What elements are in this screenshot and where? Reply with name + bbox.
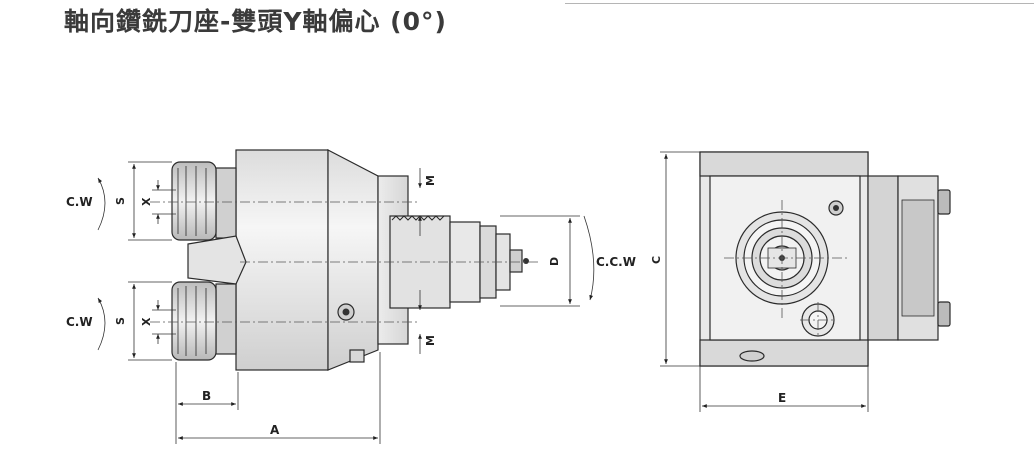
- s-label-bottom: S: [114, 317, 127, 325]
- side-dimensions: [97, 161, 595, 444]
- m-label-bottom: M: [424, 335, 437, 346]
- m-label-top: M: [424, 175, 437, 186]
- d-label: D: [548, 257, 561, 266]
- tail-pin: [509, 249, 523, 273]
- bottom-collet: [171, 281, 217, 361]
- cw-label-bottom: C.W: [66, 315, 93, 329]
- ccw-label: C.C.W: [596, 255, 636, 269]
- bolt-top: [937, 189, 951, 215]
- x-label-bottom: X: [140, 317, 153, 326]
- side-view: [150, 149, 540, 371]
- a-label: A: [270, 423, 280, 437]
- s-label-top: S: [114, 197, 127, 205]
- cw-arc-top: [97, 177, 106, 231]
- front-top-band: [699, 151, 869, 177]
- main-body: [235, 149, 329, 371]
- top-collet: [171, 161, 217, 241]
- thread: [391, 215, 445, 221]
- c-label: C: [650, 256, 663, 264]
- top-nut-collar: [215, 167, 237, 239]
- header-rule: [565, 3, 1034, 4]
- front-view: [699, 151, 951, 367]
- ccw-arc: [583, 215, 595, 301]
- bolt-bottom: [937, 301, 951, 327]
- front-dimensions: [660, 151, 869, 412]
- mount-plate: [867, 175, 899, 341]
- tail-pin-head: [523, 258, 529, 264]
- x-label-top: X: [140, 197, 153, 206]
- b-label: B: [202, 389, 211, 403]
- bottom-nut-collar: [215, 283, 237, 355]
- coolant-slot: [739, 350, 765, 362]
- taper-section: [327, 149, 379, 371]
- center-wedge: [187, 235, 247, 285]
- front-bottom-band: [699, 339, 869, 367]
- cw-arc-bottom: [97, 297, 106, 351]
- e-label: E: [778, 391, 786, 405]
- page-title: 軸向鑽銑刀座-雙頭Y軸偏心 (0°): [64, 7, 447, 36]
- cw-label-top: C.W: [66, 195, 93, 209]
